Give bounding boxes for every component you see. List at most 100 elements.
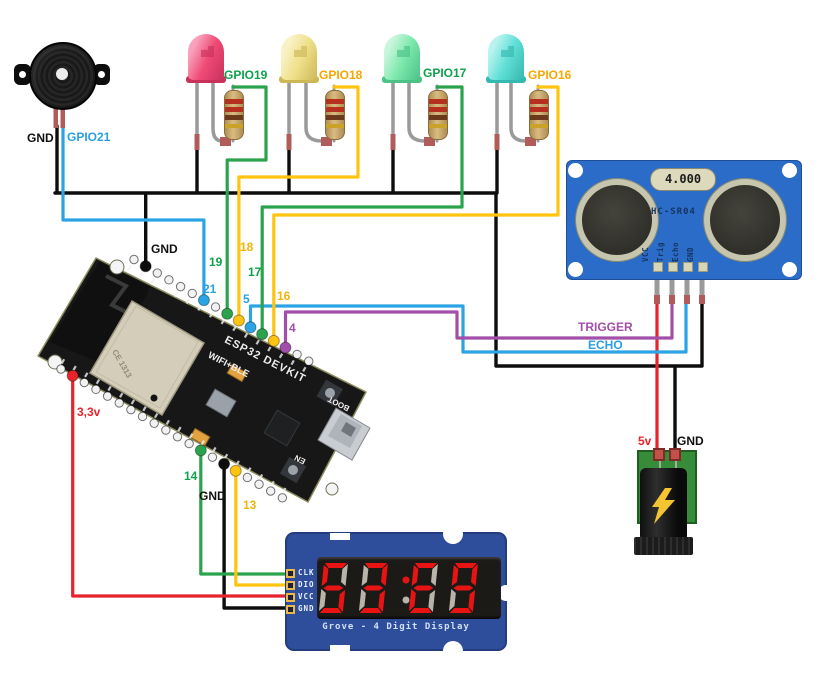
led1-leads: [195, 78, 224, 143]
pin-19: [221, 307, 234, 320]
sensor-leads: [654, 272, 705, 301]
battery-5v-label: 5v: [638, 434, 652, 448]
display-pin-label-clk: CLK: [298, 568, 315, 577]
resistor: [224, 90, 244, 140]
buzzer-ear: [93, 64, 110, 85]
led4-leads: [495, 78, 528, 143]
voltage-regulator: [205, 388, 237, 418]
esp-gnd-bottom-label: GND: [199, 489, 226, 503]
mount-hole: [443, 524, 463, 544]
resistor: [529, 90, 549, 140]
pin-17: [256, 328, 269, 341]
buzzer-ear: [14, 64, 31, 85]
display-pin-label-dio: DIO: [298, 580, 315, 589]
battery-gnd-label: GND: [677, 434, 704, 448]
pin18-label: 18: [240, 240, 254, 254]
wire-echo: [248, 301, 688, 354]
wire-gpio19: [225, 85, 268, 312]
led-reflector: [501, 46, 514, 57]
pin5-label: 5: [243, 292, 250, 306]
pin-13: [229, 464, 242, 477]
pin13-label: 13: [243, 498, 257, 512]
sensor-pin-label-trig: Trig: [656, 241, 665, 262]
pin4-label: 4: [289, 321, 296, 335]
pin21-label: 21: [203, 282, 217, 296]
led-bulb: [281, 34, 317, 80]
led-reflector: [397, 46, 410, 57]
lightning-icon: [652, 488, 675, 524]
seven-segment-panel: [317, 557, 501, 619]
pin-16: [267, 334, 280, 347]
resistor: [325, 90, 345, 140]
pin-5: [244, 321, 257, 334]
mount-hole: [109, 259, 125, 275]
dio-pin: [286, 580, 295, 590]
buzzer-gpio21-label: GPIO21: [67, 130, 111, 144]
wire-buzzer-gpio21: [61, 124, 206, 299]
mount-hole: [443, 641, 463, 661]
resistor-leads: [231, 84, 540, 143]
vcc-pad: [653, 262, 663, 272]
esp32-board: [37, 254, 371, 503]
gpio17-label: GPIO17: [423, 66, 467, 80]
usb-uart-chip: [263, 409, 301, 447]
esp-gnd-top-label: GND: [151, 242, 178, 256]
ultrasonic-transmitter: [576, 179, 658, 261]
display-caption: Grove - 4 Digit Display: [322, 622, 470, 632]
battery-base: [634, 537, 693, 555]
pin16-label: 16: [277, 289, 291, 303]
gpio19-label: GPIO19: [224, 68, 268, 82]
trig-pad: [668, 262, 678, 272]
display-pin-label-vcc: VCC: [298, 592, 315, 601]
mount-hole: [325, 482, 339, 496]
pin-4: [279, 341, 292, 354]
pin17-label: 17: [248, 265, 262, 279]
led2-leads: [287, 78, 324, 143]
mount-hole: [567, 162, 583, 178]
mount-hole: [781, 261, 797, 277]
esp32-pin-dots: [66, 260, 292, 477]
wire-gpio17: [260, 85, 464, 332]
wires: [53, 85, 704, 610]
wire-ground-bus: [53, 124, 704, 610]
wire-3v3-to-display-vcc: [71, 376, 291, 598]
trigger-wire-label: TRIGGER: [578, 320, 633, 334]
pin-21: [197, 294, 210, 307]
clk-pin: [286, 568, 295, 578]
led3-leads: [391, 78, 427, 143]
pin19-label: 19: [209, 255, 223, 269]
colon-bottom: [402, 596, 410, 604]
sensor-pin-label-gnd: GND: [686, 246, 695, 262]
display-pin-label-gnd: GND: [298, 604, 315, 613]
led-reflector: [294, 46, 307, 57]
gpio18-label: GPIO18: [319, 68, 363, 82]
pin-gnd-top: [139, 260, 152, 273]
buzzer-gnd-label: GND: [27, 131, 54, 145]
wire-gpio18: [237, 85, 360, 319]
digit-4: [448, 563, 478, 613]
pin-18: [232, 314, 245, 327]
pin14-label: 14: [184, 469, 198, 483]
ultrasonic-receiver: [704, 179, 786, 261]
digit-3: [408, 563, 438, 613]
led-reflector: [201, 46, 214, 57]
gnd-pin: [286, 604, 295, 614]
hc-sr04-sensor: 4.000 HC-SR04: [566, 160, 802, 280]
battery-module: [634, 446, 700, 558]
sensor-pin-label-echo: Echo: [671, 241, 680, 262]
mount-hole: [498, 585, 514, 601]
pin-14: [194, 444, 207, 457]
battery-terminal-negative: [669, 448, 681, 461]
crimps: [53, 104, 705, 304]
battery-terminal-positive: [653, 448, 665, 461]
digit-1: [318, 563, 348, 613]
sensor-pin-label-vcc: VCC: [641, 246, 650, 262]
digit-2: [358, 563, 388, 613]
pin-gnd-bottom: [218, 457, 231, 470]
wire-d14-to-clk: [199, 451, 291, 576]
gpio16-label: GPIO16: [528, 68, 572, 82]
sensor-badge: 4.000: [650, 168, 716, 191]
wire-trigger: [283, 301, 674, 346]
